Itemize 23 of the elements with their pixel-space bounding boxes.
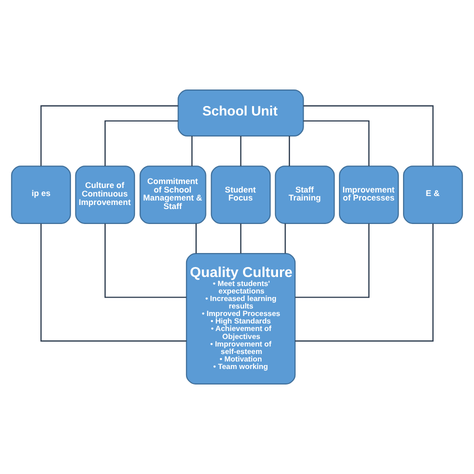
connector bbox=[191, 136, 193, 166]
connector bbox=[295, 224, 434, 342]
connector bbox=[40, 224, 186, 342]
connector bbox=[303, 120, 370, 166]
node-box: E & bbox=[403, 166, 463, 224]
connector bbox=[288, 136, 290, 166]
connector bbox=[40, 105, 178, 166]
node-box: Commitment of School Management & Staff bbox=[140, 166, 206, 224]
connector bbox=[303, 105, 434, 166]
node-box: Staff Training bbox=[274, 166, 335, 224]
node-box: Improvement of Processes bbox=[338, 166, 399, 224]
node-box: Quality Culture • Meet students' expectations • Increased learning results • Improved Processes • High Standards • Achievement of Objectives • Improvement of self-esteem • Motivation • Team working bbox=[186, 253, 296, 385]
connector bbox=[295, 224, 370, 298]
connector bbox=[104, 120, 178, 166]
connector bbox=[196, 224, 197, 254]
node-box: School Unit bbox=[178, 89, 304, 137]
node-box: ip es bbox=[11, 166, 71, 224]
connector bbox=[104, 224, 186, 298]
node-box: Culture of Continuous Improvement bbox=[75, 166, 136, 224]
node-box: Student Focus bbox=[210, 166, 271, 224]
connector bbox=[284, 224, 286, 254]
connector bbox=[240, 136, 242, 166]
connector bbox=[240, 224, 242, 254]
